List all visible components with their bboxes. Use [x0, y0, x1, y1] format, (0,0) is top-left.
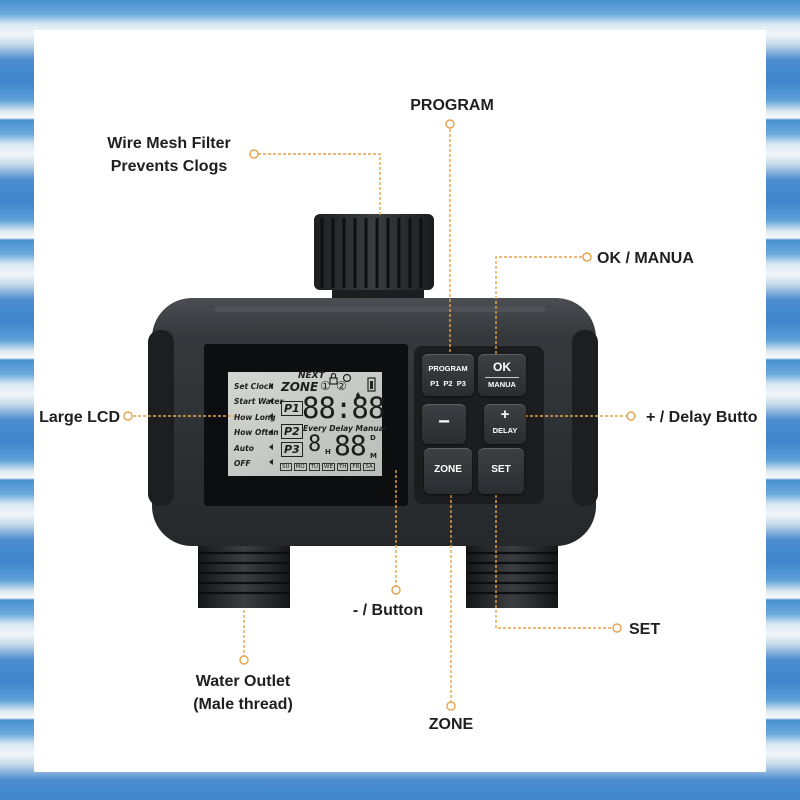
ok-button-sub: MANUA	[488, 380, 516, 389]
ok-manual-button[interactable]: OK MANUA	[478, 354, 526, 396]
callout-filter-line2: Prevents Clogs	[110, 158, 228, 175]
lcd-hours-digit: 8	[308, 432, 322, 457]
lcd-menu-set-clock: Set Clock	[234, 382, 274, 391]
plus-delay-button[interactable]: + DELAY	[484, 404, 526, 444]
callout-lines	[128, 124, 631, 706]
callout-minus-button: - / Button	[352, 602, 424, 619]
callout-outlet-line2: (Male thread)	[193, 696, 293, 713]
lcd-zone-1: ①	[320, 379, 331, 393]
callout-zone: ZONE	[428, 716, 474, 733]
lcd-day-th: TH	[336, 463, 349, 471]
program-button[interactable]: PROGRAM P1 P2 P3	[422, 354, 474, 396]
lcd-day-sa: SA	[363, 463, 375, 471]
callout-large-lcd: Large LCD	[39, 409, 120, 426]
minus-button[interactable]: −	[422, 404, 466, 444]
set-button[interactable]: SET	[478, 448, 524, 494]
lcd-zone-2: ②	[336, 379, 347, 393]
lcd-menu-start-water: Start Water	[234, 397, 284, 407]
lcd-menu-off: OFF	[234, 459, 251, 469]
lcd-screen	[228, 372, 382, 476]
lcd-mode-labels: Every Delay Manual	[303, 424, 387, 433]
lcd-menu-how-often: How Often	[234, 428, 279, 438]
program-button-label: PROGRAM	[428, 364, 468, 373]
zone-button[interactable]: ZONE	[424, 448, 472, 494]
battery-icon	[367, 377, 376, 392]
callout-plus-delay: + / Delay Butto	[646, 409, 758, 426]
lcd-day-fr: FR	[350, 463, 362, 471]
lcd-day-mo: MO	[293, 463, 307, 471]
callout-ok-manua: OK / MANUA	[597, 250, 694, 267]
set-button-label: SET	[491, 464, 511, 475]
plus-button-sub: DELAY	[492, 426, 518, 435]
lcd-p3: P3	[281, 442, 303, 457]
menu-pointer-arrows	[269, 383, 273, 465]
left-outlet-thread	[198, 540, 290, 608]
lcd-zone: ZONE	[281, 380, 319, 394]
lcd-unit-h: H	[325, 448, 331, 456]
callout-outlet-line1: Water Outlet	[195, 673, 291, 690]
lcd-weekday-row: SU MO TU WE TH FR SA	[280, 463, 375, 471]
lcd-unit-m: M	[370, 452, 377, 460]
lock-icon	[329, 372, 338, 385]
callout-program: PROGRAM	[410, 97, 494, 114]
lcd-p2: P2	[281, 424, 303, 439]
lcd-menu-auto: Auto	[234, 443, 254, 453]
right-outlet-thread	[466, 540, 558, 608]
minus-button-label: −	[438, 411, 450, 433]
inlet-cap	[314, 214, 434, 309]
water-drop-icon	[356, 392, 360, 399]
lcd-clock-digits: 88:88	[302, 391, 385, 425]
lcd-unit-d: D	[370, 434, 376, 442]
lcd-day-su: SU	[280, 463, 292, 471]
zone-button-label: ZONE	[434, 464, 462, 475]
sync-icon	[342, 373, 352, 383]
callout-set: SET	[629, 621, 661, 638]
plus-button-label: +	[500, 406, 510, 423]
lcd-day-tu: TU	[308, 463, 320, 471]
callout-filter-line1: Wire Mesh Filter	[107, 135, 231, 152]
lcd-menu-how-long: How Long	[234, 412, 276, 422]
ok-button-label: OK	[493, 360, 511, 374]
lcd-days-digits: 88	[334, 429, 367, 462]
lcd-next: NEXT	[298, 371, 325, 381]
lcd-day-we: WE	[322, 463, 335, 471]
callout-dots	[123, 119, 636, 711]
lcd-p1: P1	[281, 401, 303, 416]
program-button-sub: P1 P2 P3	[430, 379, 466, 388]
